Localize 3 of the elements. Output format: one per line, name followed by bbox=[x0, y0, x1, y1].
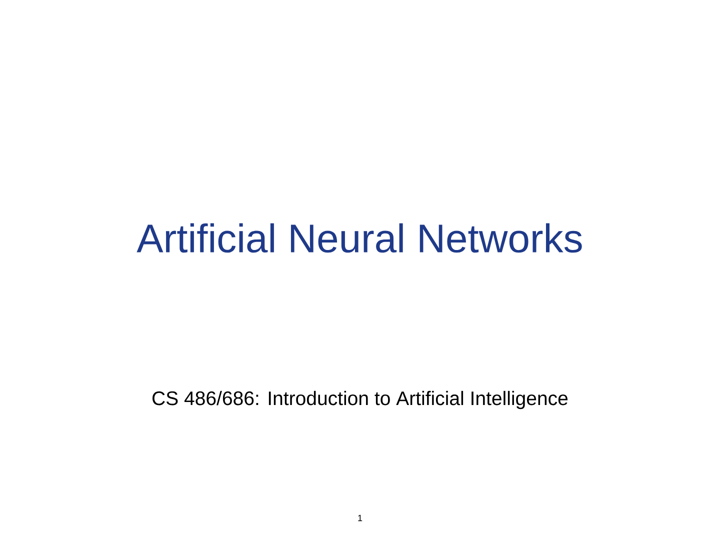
page-number: 1 bbox=[358, 514, 362, 522]
subtitle: CS 486/686: Introduction to Artificial Intelligence bbox=[152, 390, 568, 410]
slide-title: Artificial Neural Networks bbox=[136, 223, 582, 253]
